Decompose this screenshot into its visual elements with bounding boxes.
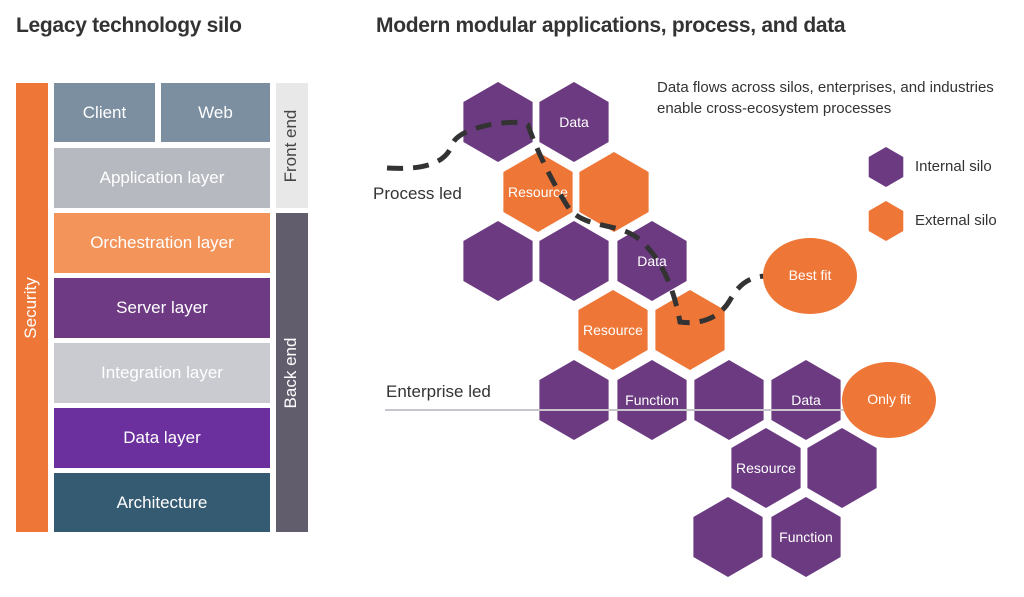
hex-label: Resource: [508, 184, 568, 200]
web-block: Web: [161, 83, 270, 142]
process-led-label: Process led: [373, 184, 462, 203]
architecture-layer: Architecture: [54, 473, 270, 532]
legend-external-hex: [868, 201, 904, 241]
application-layer: Application layer: [54, 148, 270, 208]
internal-hex: [771, 497, 841, 577]
hex-label: Data: [559, 114, 589, 130]
internal-hex: [463, 82, 533, 162]
internal-hex: [731, 428, 801, 508]
internal-hex: [463, 221, 533, 301]
integration-layer: Integration layer: [54, 343, 270, 403]
internal-hex: [807, 428, 877, 508]
legend-internal-hex: [868, 147, 904, 187]
back-end-bar: [276, 213, 308, 532]
internal-hex: [539, 82, 609, 162]
legend-external-label: External silo: [915, 212, 997, 229]
process-flow-path: [386, 119, 769, 326]
server-layer: Server layer: [54, 278, 270, 338]
enterprise-led-label: Enterprise led: [386, 382, 491, 401]
external-hex: [578, 290, 648, 370]
hex-label: Resource: [583, 322, 643, 338]
hex-label: Data: [637, 253, 667, 269]
legacy-title: Legacy technology silo: [16, 14, 242, 37]
client-block: Client: [54, 83, 155, 142]
security-bar: [16, 83, 48, 532]
only-fit-label: Only fit: [867, 391, 911, 407]
hex-label: Resource: [736, 460, 796, 476]
front-end-bar: [276, 83, 308, 208]
best-fit-circle: [763, 238, 857, 314]
only-fit-circle: [842, 362, 936, 438]
external-hex: [503, 152, 573, 232]
legend-internal-label: Internal silo: [915, 158, 992, 175]
modern-title: Modern modular applications, process, an…: [376, 14, 846, 37]
data-flow-note: Data flows across silos, enterprises, an…: [657, 79, 994, 117]
internal-hex: [771, 360, 841, 440]
internal-hex: [539, 221, 609, 301]
hex-label: Function: [779, 529, 833, 545]
internal-hex: [693, 497, 763, 577]
data-layer: Data layer: [54, 408, 270, 468]
external-hex: [655, 290, 725, 370]
internal-hex: [539, 360, 609, 440]
external-hex: [579, 152, 649, 232]
hex-label: Data: [791, 392, 821, 408]
orchestration-layer: Orchestration layer: [54, 213, 270, 273]
hex-label: Function: [625, 392, 679, 408]
internal-hex: [694, 360, 764, 440]
best-fit-label: Best fit: [789, 267, 832, 283]
internal-hex: [617, 360, 687, 440]
